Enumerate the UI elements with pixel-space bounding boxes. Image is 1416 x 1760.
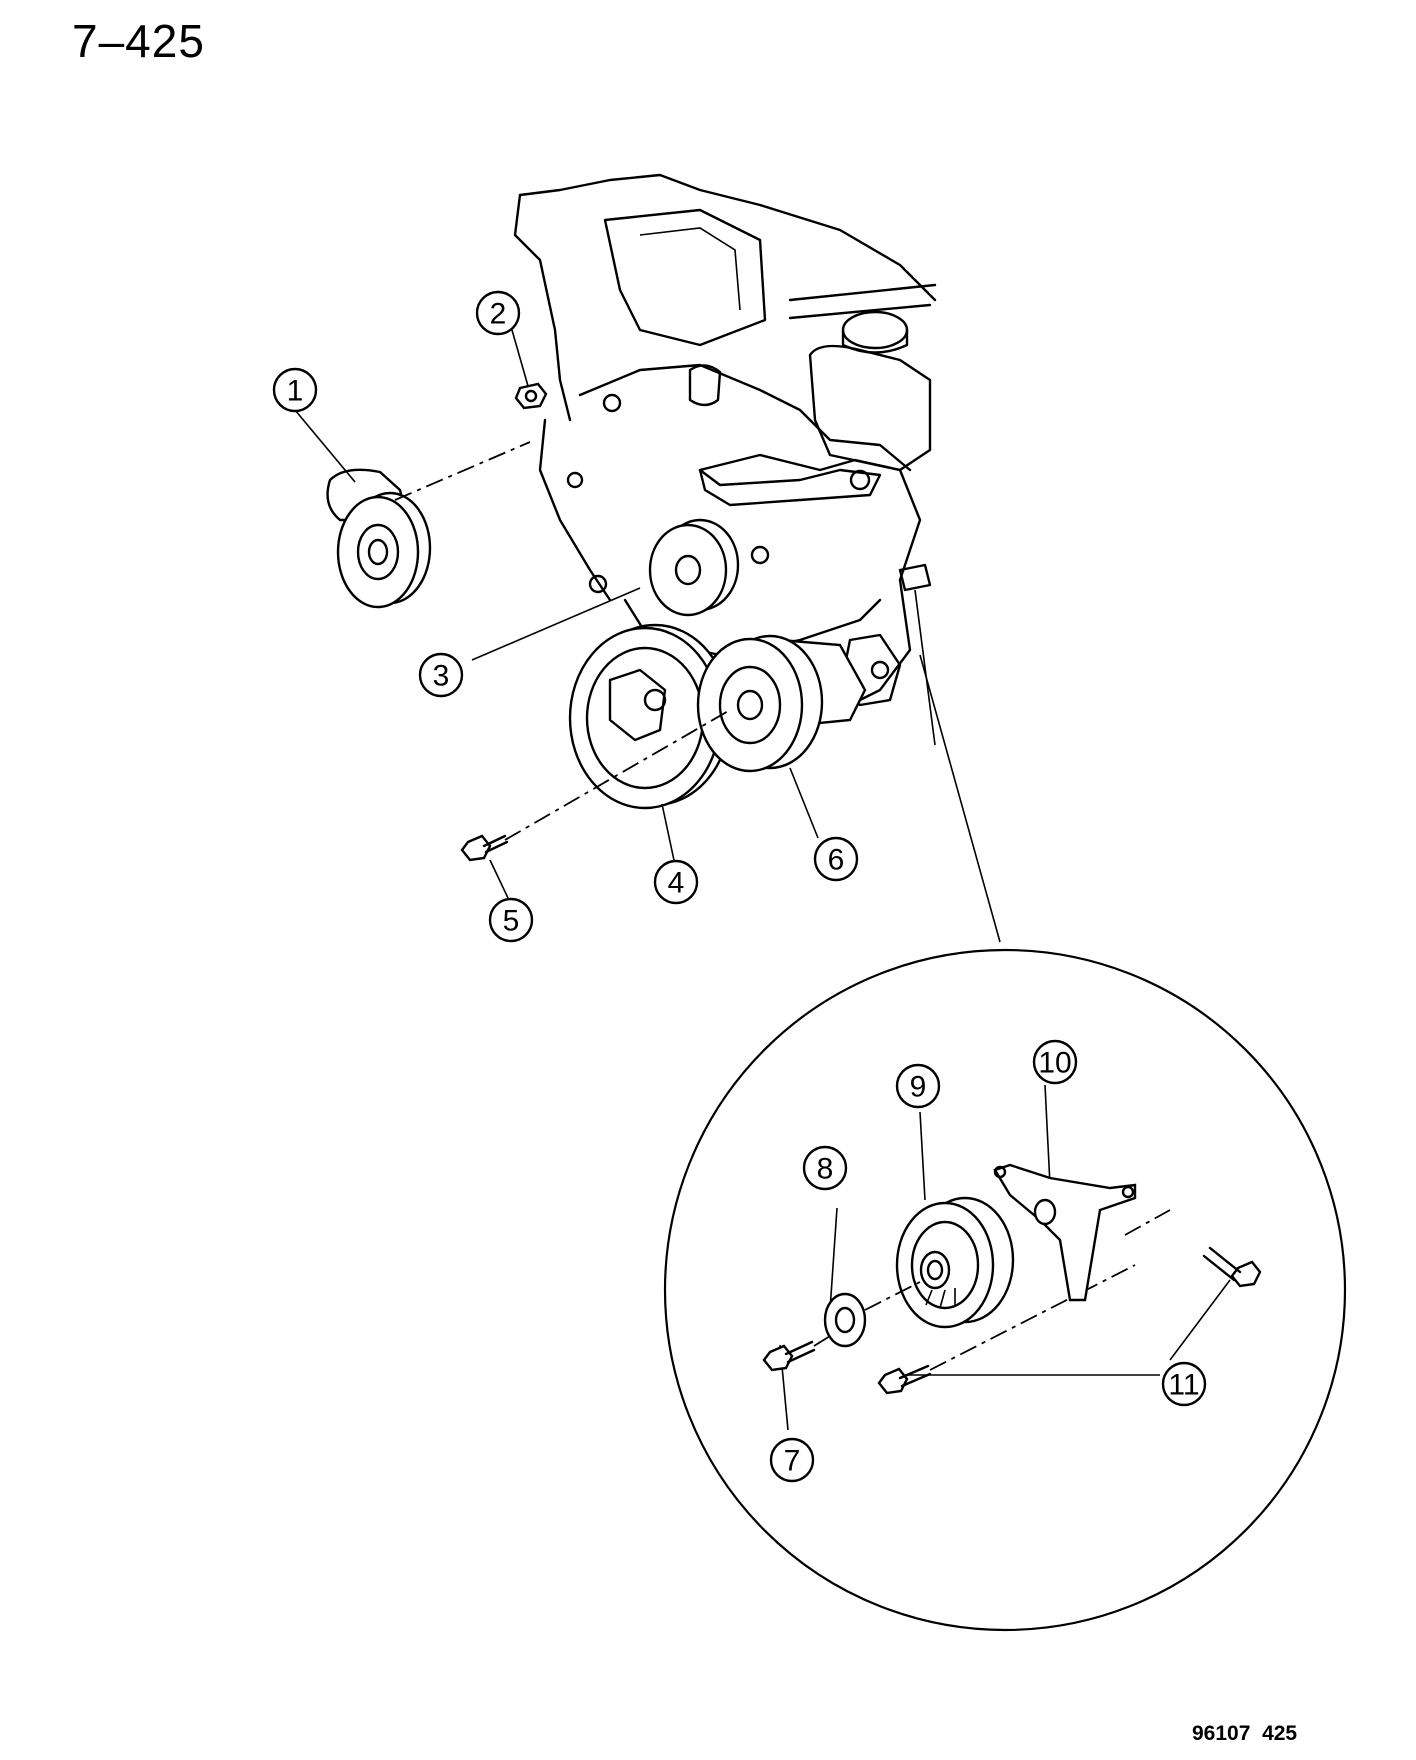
callout-2: 2	[475, 290, 521, 336]
callout-8-label: 8	[817, 1153, 834, 1186]
callout-4: 4	[653, 859, 699, 905]
callout-9-label: 9	[910, 1071, 927, 1104]
idler-bracket-part-10	[993, 1163, 1137, 1302]
callout-6-label: 6	[828, 844, 845, 877]
callout-8: 8	[802, 1145, 848, 1191]
callout-1: 1	[272, 367, 318, 413]
centerline-5	[504, 709, 731, 841]
nut-part-2	[514, 382, 548, 410]
callout-9: 9	[895, 1063, 941, 1109]
callout-6: 6	[813, 836, 859, 882]
compressor-pulley-part-6	[696, 634, 867, 773]
callout-10: 10	[1032, 1039, 1078, 1085]
bolt-part-5	[460, 834, 509, 862]
callout-3: 3	[418, 652, 464, 698]
callout-5-label: 5	[503, 905, 520, 938]
callout-4-label: 4	[668, 867, 685, 900]
idler-pulley-part-9	[895, 1196, 1015, 1329]
crankshaft-pulley-part-4	[568, 623, 732, 810]
drawing-reference-code: 96107 425	[1192, 1722, 1298, 1745]
callout-7: 7	[769, 1437, 815, 1483]
centerline-1	[394, 441, 531, 501]
centerline-11	[1124, 1209, 1171, 1236]
callout-5: 5	[488, 897, 534, 943]
callout-3-label: 3	[433, 660, 450, 693]
dust-shield-part-8	[823, 1281, 921, 1348]
detail-view-circle	[663, 948, 1347, 1632]
bolts-part-11	[877, 1246, 1262, 1395]
callout-1-label: 1	[287, 375, 304, 408]
callout-7-label: 7	[784, 1445, 801, 1478]
belt-tensioner-part-1	[326, 468, 432, 609]
engine-block-illustration	[513, 173, 937, 746]
callout-11: 11	[1161, 1361, 1207, 1407]
page-title: 7–425	[72, 15, 205, 67]
centerline-11b	[929, 1264, 1136, 1371]
callout-10-label: 10	[1038, 1047, 1071, 1080]
callout-11-label: 11	[1168, 1369, 1199, 1402]
callout-2-label: 2	[490, 298, 507, 331]
bolt-part-7	[762, 1335, 831, 1372]
